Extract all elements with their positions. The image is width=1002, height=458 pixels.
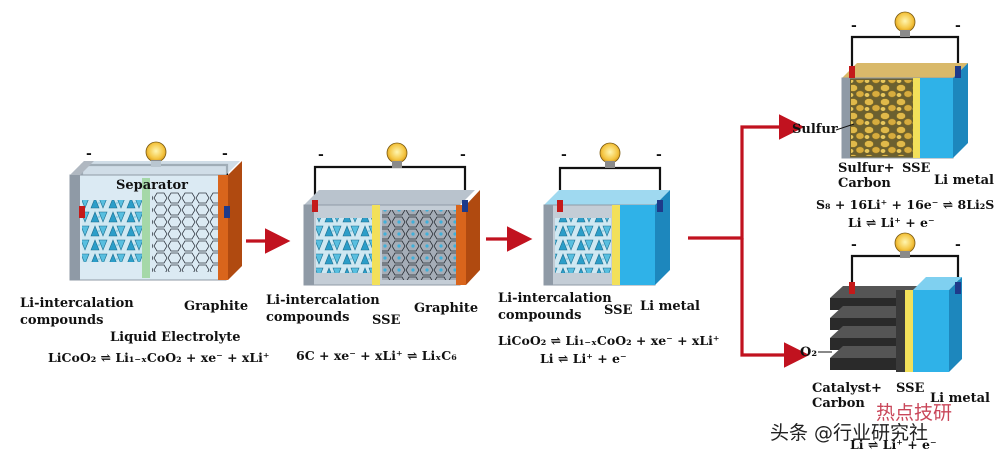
minus-sign: -: [222, 146, 228, 162]
anode-label: Li metal: [934, 173, 994, 188]
minus-sign: -: [851, 18, 857, 34]
cell-liquid-electrolyte: [69, 141, 242, 281]
cathode-equation: LiCoO₂ ⇌ Li₁₋ₓCoO₂ + xe⁻ + xLi⁺: [48, 350, 270, 365]
cathode-label: Li-intercalation: [266, 293, 380, 308]
electrolyte-label: SSE: [896, 381, 925, 396]
minus-sign: -: [460, 147, 466, 163]
watermark: 头条 @行业研究社: [770, 422, 929, 444]
minus-sign: -: [955, 237, 961, 253]
separator-label: Separator: [116, 178, 188, 193]
electrolyte-label: SSE: [902, 161, 931, 176]
cathode-label-line2: compounds: [266, 310, 350, 325]
minus-sign: -: [318, 147, 324, 163]
minus-sign: -: [86, 146, 92, 162]
anode-equation: Li ⇌ Li⁺ + e⁻: [850, 437, 937, 452]
anode-equation: 6C + xe⁻ + xLi⁺ ⇌ LiₓC₆: [296, 348, 457, 363]
anode-equation: Li ⇌ Li⁺ + e⁻: [540, 351, 627, 366]
light-bulb-icon: [599, 142, 621, 168]
minus-sign: -: [656, 147, 662, 163]
electrolyte-label: SSE: [604, 303, 633, 318]
cathode-label-line2: Carbon: [838, 176, 891, 191]
cathode-label-line2: compounds: [20, 313, 104, 328]
arrow-branch-lower: [740, 238, 810, 368]
cell-sse-graphite: [303, 142, 480, 286]
electrolyte-label: Liquid Electrolyte: [110, 330, 241, 345]
anode-label: Graphite: [184, 299, 249, 314]
cathode-label-line2: Carbon: [812, 396, 865, 411]
sulfur-pointer: [835, 123, 855, 131]
minus-sign: -: [561, 147, 567, 163]
cathode-label: Sulfur+: [838, 161, 895, 176]
light-bulb-icon: [894, 232, 916, 258]
cathode-label: Li-intercalation: [498, 291, 612, 306]
cell-lithium-oxygen: [830, 232, 962, 372]
cell-sse-li-metal: [543, 142, 670, 286]
cell-lithium-sulfur: [841, 11, 968, 159]
anode-label: Graphite: [414, 301, 479, 316]
cathode-equation: S₈ + 16Li⁺ + 16e⁻ ⇌ 8Li₂S: [816, 197, 995, 212]
electrolyte-label: SSE: [372, 313, 401, 328]
arrow-branch: [688, 114, 805, 240]
watermark-overlay: 热点技研: [876, 402, 953, 424]
flow-arrows: [246, 114, 810, 368]
cathode-label: Catalyst+: [812, 381, 882, 396]
catalyst-plates: [830, 286, 918, 372]
cathode-label-line2: compounds: [498, 308, 582, 323]
sulfur-label: Sulfur: [792, 122, 838, 137]
minus-sign: -: [955, 18, 961, 34]
cathode-label: Li-intercalation: [20, 296, 134, 311]
cathode-equation: LiCoO₂ ⇌ Li₁₋ₓCoO₂ + xe⁻ + xLi⁺: [498, 333, 720, 348]
anode-equation: Li ⇌ Li⁺ + e⁻: [848, 215, 935, 230]
light-bulb-icon: [386, 142, 408, 168]
light-bulb-icon: [894, 11, 916, 37]
oxygen-label: O₂: [800, 345, 818, 360]
anode-label: Li metal: [930, 391, 990, 406]
minus-sign: -: [851, 237, 857, 253]
anode-label: Li metal: [640, 299, 700, 314]
